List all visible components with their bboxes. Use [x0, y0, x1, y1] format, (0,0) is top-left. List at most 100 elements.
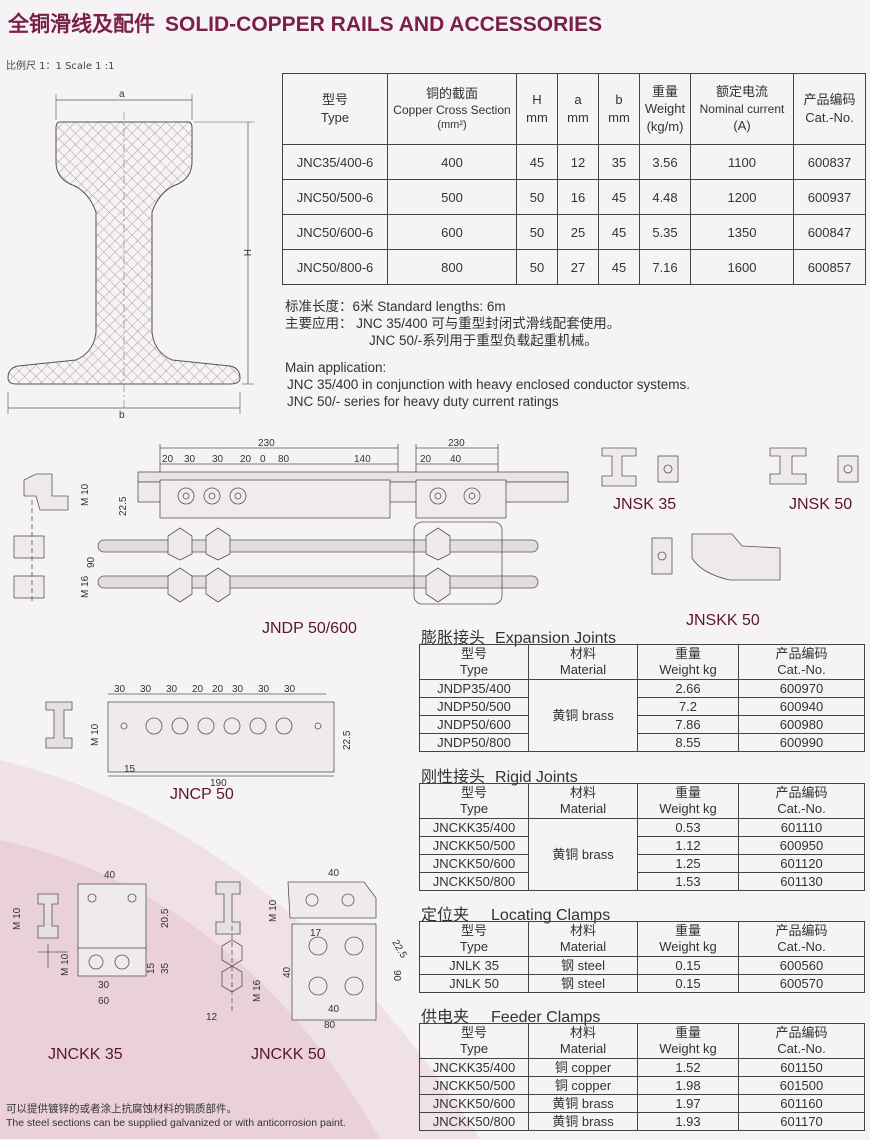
svg-text:20: 20: [192, 684, 204, 695]
footer-cn: 可以提供镀锌的或者涂上抗腐蚀材料的铜质部件。: [6, 1103, 237, 1115]
svg-text:20: 20: [240, 454, 252, 465]
svg-text:0: 0: [260, 454, 266, 465]
svg-text:140: 140: [354, 454, 371, 465]
svg-text:30: 30: [258, 684, 270, 695]
main-use-1: 主要应用： JNC 35/400 可与重型封闭式滑线配套使用。: [285, 316, 621, 331]
dim-a: a: [119, 89, 125, 100]
svg-text:30: 30: [114, 684, 126, 695]
jnckk50-drawing: 40 M 10 22.5 17 90 40 M 16 12 40 80: [206, 868, 409, 1031]
svg-text:22.5: 22.5: [118, 496, 129, 516]
svg-text:35: 35: [160, 962, 171, 974]
svg-text:40: 40: [282, 966, 293, 978]
svg-text:80: 80: [324, 1020, 336, 1031]
jndp-expansion-joint-drawing: 230 230 20 30 30 20 0 80 140 20 40 22.5 …: [13, 438, 569, 605]
scale-note: 比例尺 1：1 Scale 1 :1: [6, 61, 115, 72]
dim-H: H: [241, 249, 252, 256]
svg-text:80: 80: [278, 454, 290, 465]
dim-b: b: [119, 410, 125, 421]
svg-text:40: 40: [328, 868, 340, 879]
main-app-2: JNC 50/- series for heavy duty current r…: [287, 394, 559, 409]
jnsk-clamp-drawings: [601, 447, 859, 581]
label-jnsk35: JNSK 35: [613, 496, 677, 513]
label-jnckk50: JNCKK 50: [251, 1046, 326, 1063]
std-length: 标准长度：6米 Standard lengths: 6m: [285, 299, 506, 314]
jnckk35-drawing: 40 20.5 15 35 30 60 M 10 M 10: [12, 870, 171, 1007]
svg-text:20: 20: [420, 454, 432, 465]
svg-text:M 10: M 10: [60, 953, 71, 976]
svg-text:30: 30: [184, 454, 196, 465]
svg-text:30: 30: [284, 684, 296, 695]
label-jndp: JNDP 50/600: [262, 620, 357, 637]
svg-text:30: 30: [232, 684, 244, 695]
svg-text:M 16: M 16: [252, 979, 263, 1002]
jncp-rigid-joint-drawing: 30 30 30 20 20 30 30 30 M 10 22.5 15 190: [45, 684, 353, 789]
svg-text:M 10: M 10: [12, 907, 23, 930]
label-jnskk50: JNSKK 50: [686, 612, 760, 629]
main-use-2: JNC 50/-系列用于重型负载起重机械。: [369, 333, 598, 348]
svg-text:30: 30: [166, 684, 178, 695]
svg-text:15: 15: [124, 764, 136, 775]
svg-text:230: 230: [258, 438, 275, 449]
svg-text:15: 15: [146, 962, 157, 974]
svg-text:20: 20: [162, 454, 174, 465]
svg-text:90: 90: [86, 556, 97, 568]
svg-text:30: 30: [212, 454, 224, 465]
svg-text:40: 40: [328, 1004, 340, 1015]
title-en: SOLID-COPPER RAILS AND ACCESSORIES: [165, 13, 603, 36]
svg-text:20: 20: [212, 684, 224, 695]
svg-text:30: 30: [140, 684, 152, 695]
label-jnsk50: JNSK 50: [789, 496, 853, 513]
svg-text:12: 12: [206, 1012, 218, 1023]
svg-text:22.5: 22.5: [389, 938, 408, 961]
svg-text:30: 30: [98, 980, 110, 991]
svg-text:M 16: M 16: [80, 575, 91, 598]
svg-text:M 10: M 10: [90, 723, 101, 746]
svg-text:190: 190: [210, 778, 227, 789]
main-app-1: JNC 35/400 in conjunction with heavy enc…: [287, 377, 690, 392]
svg-text:M 10: M 10: [268, 899, 279, 922]
svg-text:230: 230: [448, 438, 465, 449]
svg-text:17: 17: [310, 928, 322, 939]
svg-text:40: 40: [104, 870, 116, 881]
svg-text:22.5: 22.5: [342, 730, 353, 750]
svg-text:60: 60: [98, 996, 110, 1007]
notes-block: 标准长度：6米 Standard lengths: 6m 主要应用： JNC 3…: [285, 298, 690, 410]
label-jncp50: JNCP 50: [170, 786, 234, 803]
